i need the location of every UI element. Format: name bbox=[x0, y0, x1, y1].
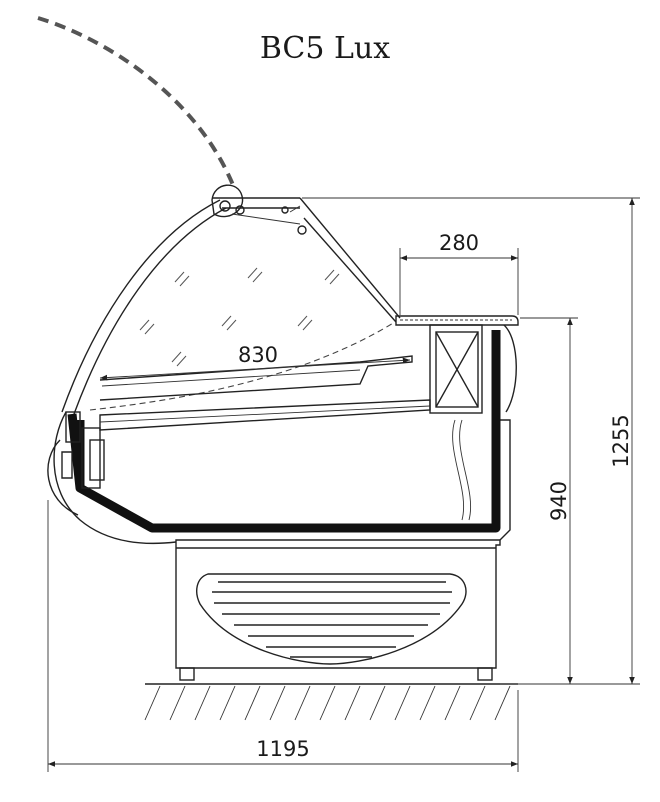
front-glass bbox=[61, 199, 227, 415]
rear-box bbox=[429, 324, 483, 414]
dim-1195-label: 1195 bbox=[256, 737, 309, 761]
dim-280: 280 bbox=[399, 231, 519, 315]
hinge-assembly bbox=[211, 184, 307, 235]
airflow-line bbox=[89, 321, 396, 411]
floor bbox=[144, 683, 518, 721]
dim-280-label: 280 bbox=[439, 231, 479, 255]
dim-1255-label: 1255 bbox=[609, 414, 633, 467]
insulated-tub bbox=[67, 330, 501, 533]
rear-top-tray bbox=[395, 315, 519, 326]
dim-940: 940 bbox=[520, 317, 578, 684]
base-cabinet bbox=[175, 539, 501, 669]
top-profile bbox=[212, 197, 401, 323]
dim-940-label: 940 bbox=[547, 481, 571, 521]
display-deck bbox=[99, 399, 431, 431]
dim-1255: 1255 bbox=[302, 197, 640, 685]
front-bumper bbox=[47, 411, 177, 545]
drawing-title: BC5 Lux bbox=[260, 31, 390, 66]
glass-swing-arc bbox=[37, 16, 237, 191]
vent-grille bbox=[196, 573, 467, 665]
dim-830-label: 830 bbox=[238, 343, 278, 367]
dim-1195: 1195 bbox=[47, 500, 519, 772]
rear-panel bbox=[452, 324, 517, 541]
dim-830: 830 bbox=[99, 343, 411, 381]
feet bbox=[179, 667, 493, 681]
